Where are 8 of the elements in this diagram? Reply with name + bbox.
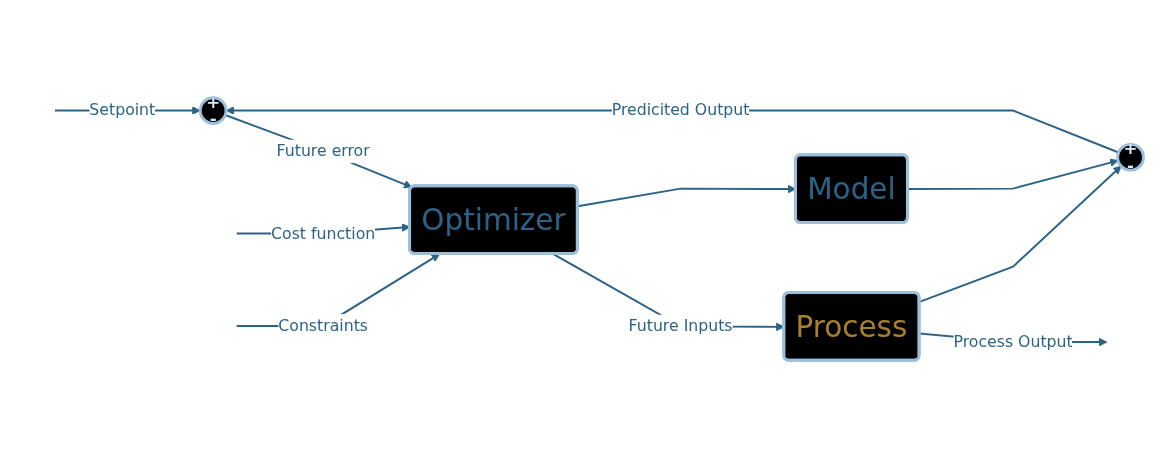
edge-label: Future error [276,141,370,161]
edge-label: Process Output [953,332,1073,351]
arrow [224,114,413,189]
edge-label: Constraints [278,316,368,335]
edge-label: Future Inputs [628,316,733,336]
edge-label: Setpoint [89,100,156,120]
edge-label: Cost function [271,223,376,243]
edge-label: Predicited Output [611,100,750,120]
